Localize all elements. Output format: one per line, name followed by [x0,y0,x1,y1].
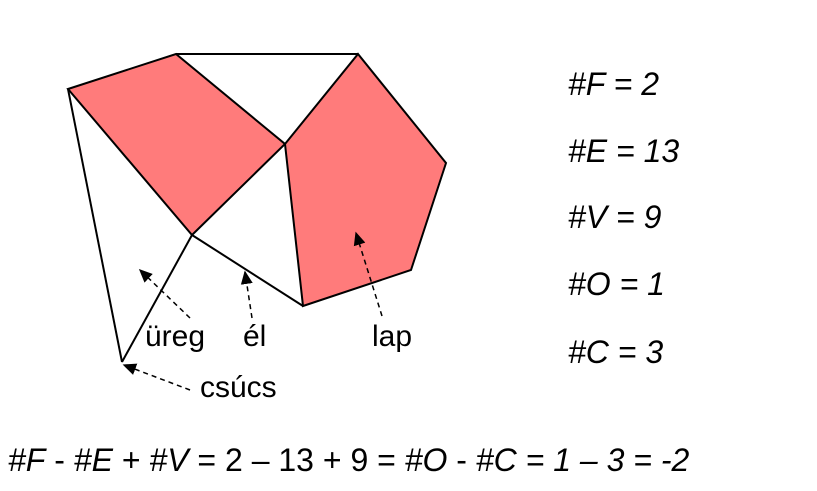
formula-f: #F [8,442,46,478]
pointer-arrows [122,231,383,391]
stat-cavities: #O = 1 [568,266,665,302]
face-right [283,52,448,308]
formula-plus1: + [112,442,150,478]
formula-minus2: - [447,442,476,478]
cavity-arrow [138,268,191,319]
formula-tail: = 1 – 3 = -2 [516,442,690,478]
stat-faces: #F = 2 [568,66,660,102]
vertex-arrow [122,363,191,391]
formula-o: #O [404,442,448,478]
stat-vertices: #V = 9 [568,199,662,235]
vertex-label: csúcs [200,371,277,404]
edge [67,88,123,363]
edge-arrow [240,270,253,319]
edge [191,234,304,307]
edges [67,53,358,363]
formula-minus1: - [45,442,74,478]
face-arrow [353,231,383,317]
edge-label: él [243,320,266,353]
formula-v: #V [149,442,189,478]
formula-mid: = 2 – 13 + 9 = [188,442,405,478]
euler-formula: #F - #E + #V = 2 – 13 + 9 = #O - #C = 1 … [8,442,689,479]
face-left [66,52,287,237]
cavity-label: üreg [145,320,205,353]
edge [121,234,193,363]
formula-c: #C [475,442,517,478]
stat-edges: #E = 13 [568,133,680,169]
face-label: lap [372,320,412,353]
formula-e: #E [73,442,113,478]
stat-components: #C = 3 [568,334,664,370]
